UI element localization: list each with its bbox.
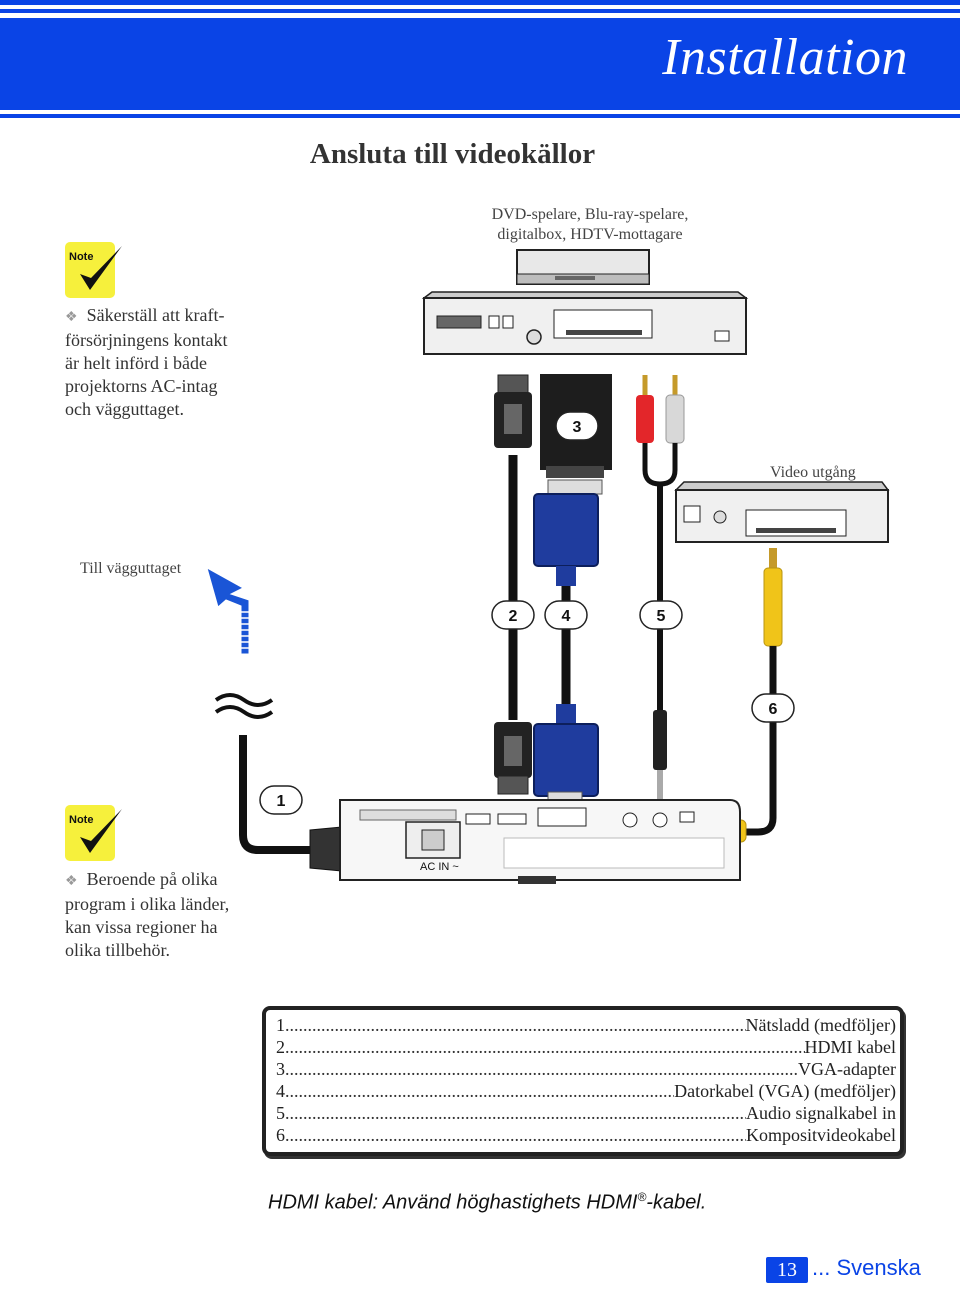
note-1-text: ❖ Säkerställ att kraft- försörjningens k…: [65, 304, 265, 421]
legend-value: Kompositvideokabel: [746, 1125, 896, 1145]
dvd-player-icon: [516, 249, 650, 285]
cable-legend: 1 Nätsladd (medföljer) 2 HDMI kabel 3 VGA-…: [262, 1006, 904, 1156]
legend-row: 4 Datorkabel (VGA) (medföljer): [276, 1080, 896, 1102]
callout-3: 3: [555, 411, 599, 441]
note-2-line: kan vissa regioner ha: [65, 917, 218, 937]
source-devices-label: DVD-spelare, Blu-ray-spelare, digitalbox…: [440, 205, 740, 245]
section-title: Ansluta till videokällor: [309, 138, 596, 170]
callout-6-text: 6: [769, 701, 778, 718]
footnote-registered-mark: ®: [637, 1190, 647, 1204]
note-1-line: är helt införd i både: [65, 353, 207, 373]
legend-value: VGA-adapter: [798, 1059, 896, 1079]
callout-2: 2: [491, 600, 535, 630]
source-label-line: DVD-spelare, Blu-ray-spelare,: [491, 206, 689, 223]
legend-value: Datorkabel (VGA) (medföljer): [674, 1081, 896, 1101]
note-badge-text: Note: [69, 814, 93, 826]
note-2-text: ❖ Beroende på olika program i olika länd…: [65, 868, 265, 962]
bullet-icon: ❖: [65, 874, 78, 889]
note-badge-text: Note: [69, 251, 93, 263]
ac-in-label: AC IN ~: [420, 861, 459, 873]
hdmi-footnote: HDMI kabel: Använd höghastighets HDMI®-k…: [268, 1190, 706, 1215]
note-icon: Note: [64, 240, 126, 300]
callout-2-text: 2: [509, 608, 518, 625]
callout-6: 6: [751, 693, 795, 723]
blu-ray-player-icon: [421, 291, 749, 355]
legend-number: 6: [276, 1125, 285, 1145]
legend-row: 3 VGA-adapter: [276, 1058, 896, 1080]
callout-1-text: 1: [277, 793, 286, 810]
legend-number: 1: [276, 1015, 285, 1035]
note-1-line: Säkerställ att kraft-: [86, 305, 225, 325]
video-out-label: Video utgång: [770, 464, 856, 481]
callout-4: 4: [544, 600, 588, 630]
hdmi-cable: [494, 374, 532, 795]
legend-number: 2: [276, 1037, 285, 1057]
wall-outlet-label: Till vägguttaget: [80, 560, 182, 577]
note-1-line: och vägguttaget.: [65, 399, 184, 419]
note-2-line: olika tillbehör.: [65, 940, 170, 960]
vga-cable: [533, 493, 599, 803]
header-title: Installation: [662, 29, 908, 86]
legend-number: 5: [276, 1103, 285, 1123]
bullet-icon: ❖: [65, 310, 78, 325]
projector-icon: AC IN ~: [339, 799, 741, 884]
legend-row: 1 Nätsladd (medföljer): [276, 1014, 896, 1036]
legend-row: 2 HDMI kabel: [276, 1036, 896, 1058]
language-label: ... Svenska: [812, 1255, 921, 1280]
note-icon: Note: [64, 803, 126, 863]
header-banner: Installation: [0, 0, 960, 118]
page-footer: 13 ... Svenska: [760, 1255, 950, 1285]
note-2-line: Beroende på olika: [86, 869, 218, 889]
legend-number: 3: [276, 1059, 285, 1079]
callout-5: 5: [639, 600, 683, 630]
callout-4-text: 4: [562, 608, 571, 625]
video-source-device-icon: [674, 481, 890, 543]
page-number: 13: [766, 1257, 808, 1283]
note-1-line: försörjningens kontakt: [65, 330, 228, 350]
footnote-suffix: -kabel.: [646, 1191, 707, 1214]
legend-value: Nätsladd (medföljer): [745, 1015, 896, 1035]
legend-number: 4: [276, 1081, 285, 1101]
callout-5-text: 5: [657, 608, 666, 625]
footnote-text: HDMI kabel: Använd höghastighets HDMI: [268, 1191, 638, 1214]
callout-1: 1: [259, 785, 303, 815]
connection-diagram: AC IN ~ 1 2 3 4 5: [206, 249, 890, 884]
legend-value: Audio signalkabel in: [746, 1103, 896, 1123]
legend-row: 5 Audio signalkabel in: [276, 1102, 896, 1124]
note-1-line: projektorns AC-intag: [65, 376, 218, 396]
note-2-line: program i olika länder,: [65, 894, 230, 914]
source-label-line: digitalbox, HDTV-mottagare: [497, 226, 683, 243]
legend-value: HDMI kabel: [804, 1037, 896, 1057]
legend-row: 6 Kompositvideokabel: [276, 1124, 896, 1146]
wall-outlet-arrow-icon: [206, 566, 250, 655]
callout-3-text: 3: [573, 419, 582, 436]
audio-cable: [636, 375, 685, 800]
